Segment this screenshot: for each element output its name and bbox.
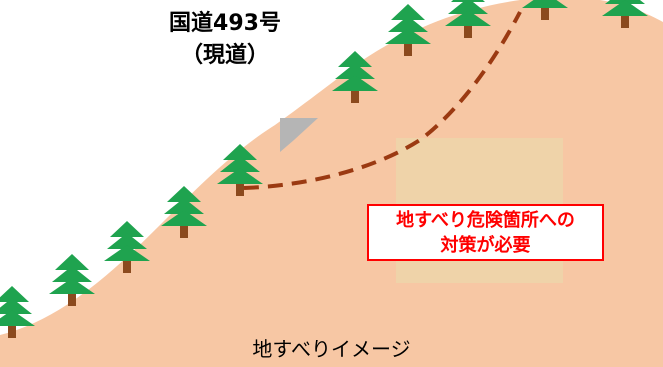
tree-icon — [385, 4, 431, 56]
tree-icon — [332, 51, 378, 103]
tree-icon — [217, 144, 263, 196]
road-label: 国道493号 （現道） — [150, 8, 300, 72]
slip-surface-line — [243, 11, 522, 190]
tree-icon — [49, 254, 95, 306]
tree-icon — [522, 0, 568, 20]
tree-group — [0, 0, 648, 338]
tree-icon — [0, 286, 35, 338]
diagram-caption: 地すべりイメージ — [252, 337, 411, 361]
tree-icon — [445, 0, 491, 38]
tree-icon — [602, 0, 648, 28]
warning-line2: 対策が必要 — [440, 235, 531, 256]
tree-icon — [161, 186, 207, 238]
retaining-wall — [280, 118, 318, 152]
warning-line1: 地すべり危険箇所への — [396, 210, 575, 231]
warning-box: 地すべり危険箇所への 対策が必要 — [367, 204, 604, 261]
road-label-line2: （現道） — [180, 43, 269, 68]
tree-icon — [104, 221, 150, 273]
road-label-line1: 国道493号 — [169, 11, 281, 36]
